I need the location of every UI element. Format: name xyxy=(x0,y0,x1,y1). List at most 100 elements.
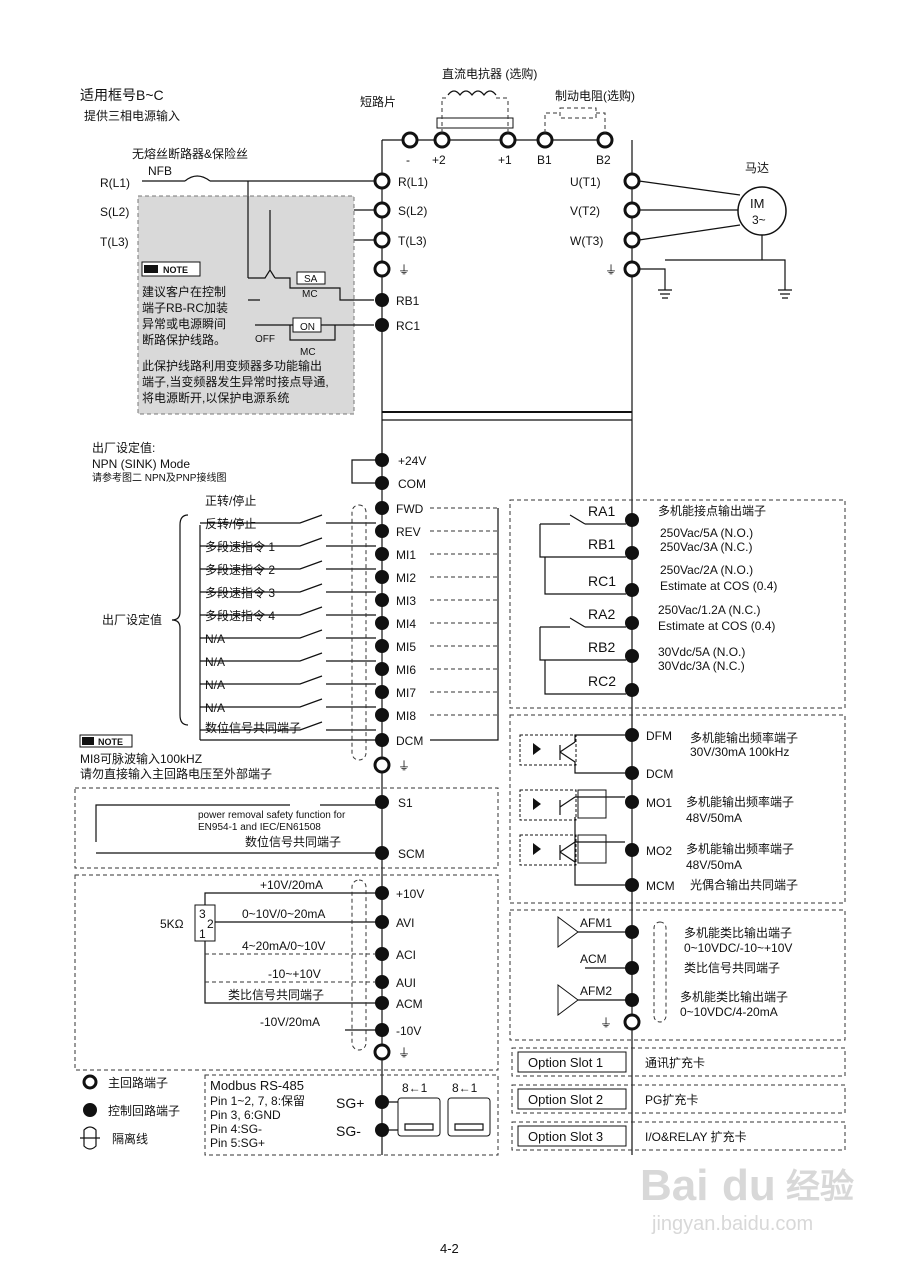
terminal-ra2[interactable] xyxy=(625,616,639,630)
relay-spec-8: 30Vdc/3A (N.C.) xyxy=(658,659,745,673)
mo1-desc-1: 多机能输出频率端子 xyxy=(686,794,794,809)
terminal-r[interactable] xyxy=(373,172,391,190)
frame-label: 适用框号B~C xyxy=(80,87,164,103)
di-switch-mi4 xyxy=(200,629,376,639)
terminal-rc1[interactable] xyxy=(375,318,389,332)
option-slot-1[interactable] xyxy=(517,1051,627,1073)
terminal-v[interactable] xyxy=(623,201,641,219)
note1-line-5: 此保护线路利用变频器多功能输出 xyxy=(142,358,322,373)
terminal-out-mo1[interactable] xyxy=(625,795,639,809)
terminal-out-mcm[interactable] xyxy=(625,878,639,892)
note1-badge: NOTE xyxy=(163,265,188,275)
option-slot-3[interactable] xyxy=(517,1125,627,1147)
opto-wires xyxy=(574,734,625,886)
terminal-label-ra2: RA2 xyxy=(588,606,615,622)
dc-terminal-b2[interactable] xyxy=(596,131,614,149)
terminal-mi7[interactable] xyxy=(375,685,389,699)
terminal-label-ao-afm1: AFM1 xyxy=(580,916,612,930)
dc-terminal-b1[interactable] xyxy=(536,131,554,149)
terminal-ao-afm2[interactable] xyxy=(625,993,639,1007)
terminal-label-com: COM xyxy=(398,477,426,491)
di-func-mi8: N/A xyxy=(205,701,225,715)
di-func-mi7: N/A xyxy=(205,678,225,692)
factory-mode: NPN (SINK) Mode xyxy=(92,457,190,471)
rj45-jack-1[interactable] xyxy=(397,1097,441,1137)
mo2-desc-2: 48V/50mA xyxy=(686,858,742,872)
rj45-jack-2[interactable] xyxy=(447,1097,491,1137)
terminal-aui[interactable] xyxy=(375,975,389,989)
ao-shield xyxy=(653,921,667,1023)
terminal-mi8[interactable] xyxy=(375,708,389,722)
option-slot-2[interactable] xyxy=(517,1088,627,1110)
terminal-rc2[interactable] xyxy=(625,683,639,697)
option-slot-desc-3: I/O&RELAY 扩充卡 xyxy=(645,1129,747,1144)
terminal-avi[interactable] xyxy=(375,915,389,929)
terminal-acm[interactable] xyxy=(375,996,389,1010)
terminal-scm[interactable] xyxy=(375,846,389,860)
di-func-mi5: N/A xyxy=(205,632,225,646)
factory-side-label: 出厂设定值 xyxy=(102,612,162,627)
terminal-ground-out[interactable] xyxy=(623,260,641,278)
terminal-com[interactable] xyxy=(375,476,389,490)
terminal-u[interactable] xyxy=(623,172,641,190)
short-piece-label: 短路片 xyxy=(360,94,396,109)
terminal-aci[interactable] xyxy=(375,947,389,961)
analog-signal-aci: 4~20mA/0~10V xyxy=(242,939,325,953)
terminal-rb1[interactable] xyxy=(625,546,639,560)
terminal-mi2[interactable] xyxy=(375,570,389,584)
terminal-ground-in[interactable] xyxy=(373,260,391,278)
terminal-rb1[interactable] xyxy=(375,293,389,307)
terminal-ao-acm[interactable] xyxy=(625,961,639,975)
terminal-out-mo2[interactable] xyxy=(625,843,639,857)
analog-signal-plus10v: +10V/20mA xyxy=(260,878,323,892)
sa-label: SA xyxy=(304,274,318,285)
opto-mo1 xyxy=(519,789,577,821)
terminal-t[interactable] xyxy=(373,231,391,249)
ai-shield xyxy=(351,879,367,1051)
terminal-mi1[interactable] xyxy=(375,547,389,561)
terminal-sg-plus[interactable] xyxy=(375,1095,389,1109)
dc-reactor-coil xyxy=(447,90,497,96)
dc-terminal-minus[interactable] xyxy=(401,131,419,149)
terminal-dcm[interactable] xyxy=(375,733,389,747)
terminal-ao-afm1[interactable] xyxy=(625,925,639,939)
afm2-desc-2: 0~10VDC/4-20mA xyxy=(680,1005,778,1019)
di-func-mi1: 多段速指令 1 xyxy=(205,539,275,554)
terminal-rb2[interactable] xyxy=(625,649,639,663)
terminal-fwd[interactable] xyxy=(375,501,389,515)
dc-label-plus2: +2 xyxy=(432,153,446,167)
s1-box xyxy=(74,787,499,869)
di-switch-mi7 xyxy=(200,698,376,708)
terminal-minus10v[interactable] xyxy=(375,1023,389,1037)
dc-terminal-plus1[interactable] xyxy=(499,131,517,149)
terminal-s1[interactable] xyxy=(375,795,389,809)
ground-wires xyxy=(639,235,786,290)
legend-main: 主回路端子 xyxy=(108,1075,168,1090)
terminal-out-dfm[interactable] xyxy=(625,728,639,742)
terminal-label-ao-afm2: AFM2 xyxy=(580,984,612,998)
terminal-sg-minus[interactable] xyxy=(375,1123,389,1137)
terminal-ground-ao[interactable] xyxy=(623,1013,641,1031)
terminal-mi6[interactable] xyxy=(375,662,389,676)
terminal-s[interactable] xyxy=(373,201,391,219)
terminal-label-w: W(T3) xyxy=(570,234,603,248)
terminal-mi5[interactable] xyxy=(375,639,389,653)
terminal-ra1[interactable] xyxy=(625,513,639,527)
terminal-out-dcm[interactable] xyxy=(625,766,639,780)
terminal-ground-ai[interactable] xyxy=(373,1043,391,1061)
ao-wires xyxy=(578,931,626,1001)
option-slot-desc-2: PG扩充卡 xyxy=(645,1092,698,1107)
terminal-w[interactable] xyxy=(623,231,641,249)
pot-pin-2: 2 xyxy=(207,917,214,931)
terminal-24v[interactable] xyxy=(375,453,389,467)
terminal-plus10v[interactable] xyxy=(375,886,389,900)
dc-terminal-plus2[interactable] xyxy=(433,131,451,149)
note2-line-2: 请勿直接输入主回路电压至外部端子 xyxy=(80,766,272,781)
terminal-rc1[interactable] xyxy=(625,583,639,597)
opto-mo2 xyxy=(519,834,577,866)
terminal-ground-di[interactable] xyxy=(373,756,391,774)
terminal-mi4[interactable] xyxy=(375,616,389,630)
terminal-rev[interactable] xyxy=(375,524,389,538)
terminal-mi3[interactable] xyxy=(375,593,389,607)
pot-label: 5KΩ xyxy=(160,917,184,931)
